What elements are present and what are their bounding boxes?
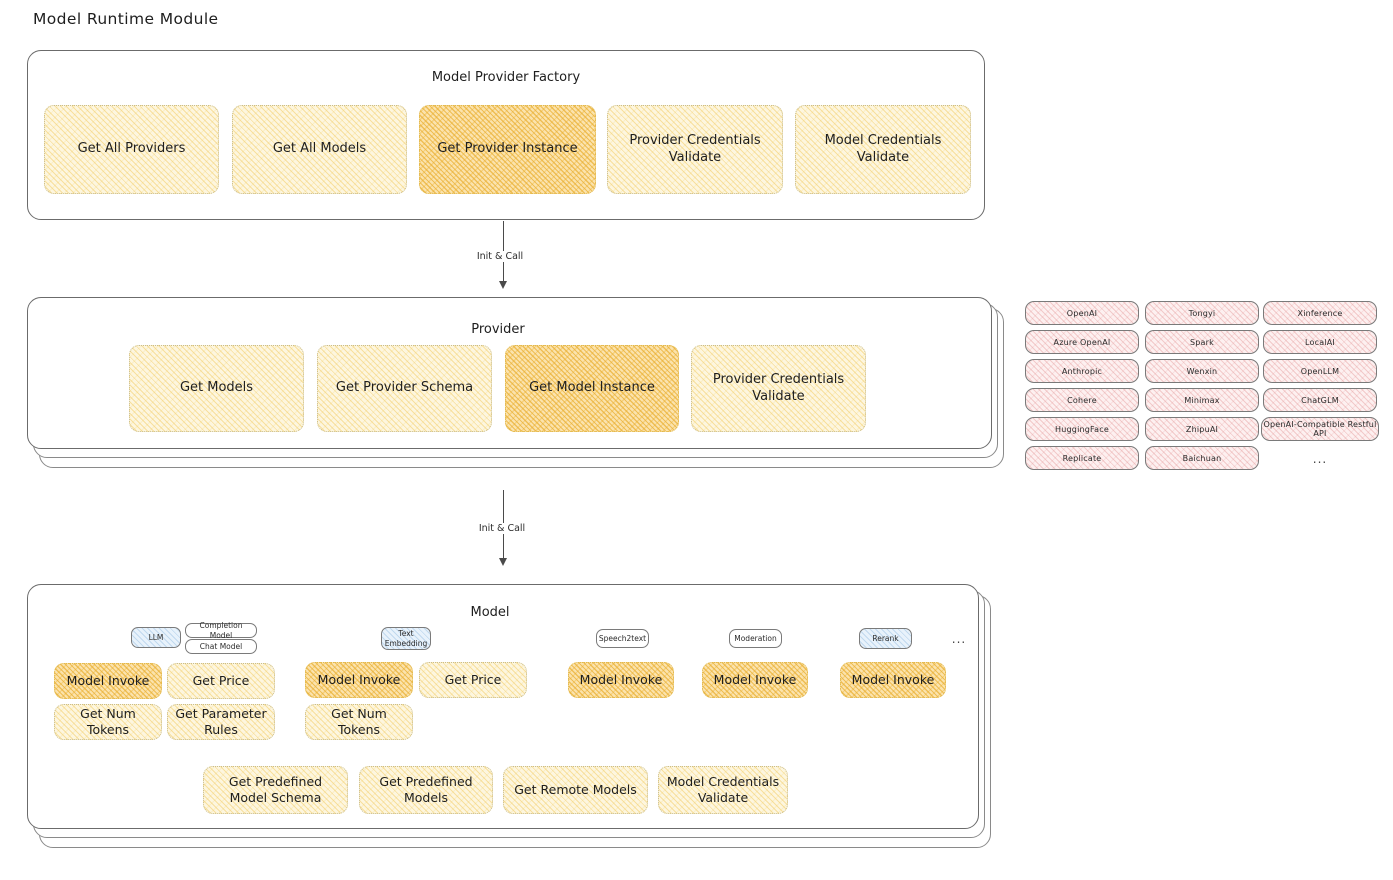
model-types-more-ellipsis: ... xyxy=(951,632,967,646)
provider-chip-zhipuai[interactable]: ZhipuAI xyxy=(1145,417,1259,441)
node-get-models[interactable]: Get Models xyxy=(129,345,304,432)
badge-rerank[interactable]: Rerank xyxy=(859,628,912,649)
provider-chip-minimax[interactable]: Minimax xyxy=(1145,388,1259,412)
node-text-embedding-model-invoke[interactable]: Model Invoke xyxy=(305,662,413,698)
arrow-label-init-call-1: Init & Call xyxy=(472,251,528,262)
badge-chat-model[interactable]: Chat Model xyxy=(185,639,257,654)
provider-chip-spark[interactable]: Spark xyxy=(1145,330,1259,354)
arrow-provider-to-model-head xyxy=(499,558,507,566)
provider-chip-huggingface[interactable]: HuggingFace xyxy=(1025,417,1139,441)
provider-chip-anthropic[interactable]: Anthropic xyxy=(1025,359,1139,383)
provider-title: Provider xyxy=(471,322,525,337)
node-llm-model-invoke[interactable]: Model Invoke xyxy=(54,663,162,699)
node-llm-get-num-tokens[interactable]: Get Num Tokens xyxy=(54,704,162,740)
node-get-all-models[interactable]: Get All Models xyxy=(232,105,407,194)
node-provider-credentials-validate-factory[interactable]: Provider Credentials Validate xyxy=(607,105,783,194)
provider-chip-localai[interactable]: LocalAI xyxy=(1263,330,1377,354)
provider-chip-xinference[interactable]: Xinference xyxy=(1263,301,1377,325)
node-llm-get-parameter-rules[interactable]: Get Parameter Rules xyxy=(167,704,275,740)
node-get-predefined-models[interactable]: Get Predefined Models xyxy=(359,766,493,814)
node-get-remote-models[interactable]: Get Remote Models xyxy=(503,766,648,814)
node-get-model-instance[interactable]: Get Model Instance xyxy=(505,345,679,432)
node-provider-credentials-validate[interactable]: Provider Credentials Validate xyxy=(691,345,866,432)
model-provider-factory-title: Model Provider Factory xyxy=(431,70,581,85)
node-llm-get-price[interactable]: Get Price xyxy=(167,663,275,699)
provider-chip-baichuan[interactable]: Baichuan xyxy=(1145,446,1259,470)
node-get-provider-schema[interactable]: Get Provider Schema xyxy=(317,345,492,432)
provider-chip-replicate[interactable]: Replicate xyxy=(1025,446,1139,470)
node-get-predefined-model-schema[interactable]: Get Predefined Model Schema xyxy=(203,766,348,814)
node-model-credentials-validate-factory[interactable]: Model Credentials Validate xyxy=(795,105,971,194)
provider-chip-openai-compatible-restful-api[interactable]: OpenAI-Compatible Restful API xyxy=(1261,417,1379,441)
badge-speech2text[interactable]: Speech2text xyxy=(596,629,649,648)
provider-chip-wenxin[interactable]: Wenxin xyxy=(1145,359,1259,383)
node-text-embedding-get-price[interactable]: Get Price xyxy=(419,662,527,698)
provider-chip-chatglm[interactable]: ChatGLM xyxy=(1263,388,1377,412)
provider-chip-openai[interactable]: OpenAI xyxy=(1025,301,1139,325)
node-get-provider-instance[interactable]: Get Provider Instance xyxy=(419,105,596,194)
node-moderation-model-invoke[interactable]: Model Invoke xyxy=(702,662,808,698)
model-title: Model xyxy=(470,605,510,620)
provider-chip-openllm[interactable]: OpenLLM xyxy=(1263,359,1377,383)
node-get-all-providers[interactable]: Get All Providers xyxy=(44,105,219,194)
badge-moderation[interactable]: Moderation xyxy=(729,629,782,648)
badge-text-embedding[interactable]: Text Embedding xyxy=(381,627,431,650)
node-model-credentials-validate[interactable]: Model Credentials Validate xyxy=(658,766,788,814)
node-text-embedding-get-num-tokens[interactable]: Get Num Tokens xyxy=(305,704,413,740)
provider-chip-cohere[interactable]: Cohere xyxy=(1025,388,1139,412)
provider-list-more-ellipsis: ... xyxy=(1312,452,1328,466)
arrow-label-init-call-2: Init & Call xyxy=(474,523,530,534)
provider-chip-azure-openai[interactable]: Azure OpenAI xyxy=(1025,330,1139,354)
provider-chip-tongyi[interactable]: Tongyi xyxy=(1145,301,1259,325)
arrow-factory-to-provider-head xyxy=(499,281,507,289)
node-speech2text-model-invoke[interactable]: Model Invoke xyxy=(568,662,674,698)
node-rerank-model-invoke[interactable]: Model Invoke xyxy=(840,662,946,698)
badge-llm[interactable]: LLM xyxy=(131,627,181,648)
badge-completion-model[interactable]: Completion Model xyxy=(185,621,257,640)
page-title: Model Runtime Module xyxy=(33,10,219,28)
